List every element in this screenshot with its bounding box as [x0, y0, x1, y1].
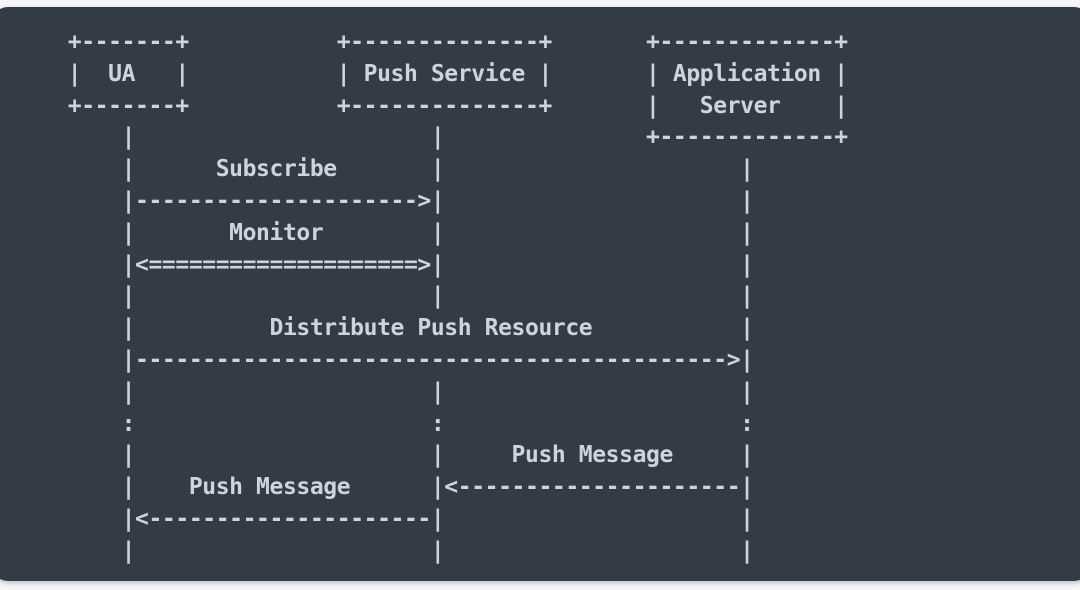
ascii-sequence-diagram: +-------+ +--------------+ +------------…	[67, 29, 848, 564]
code-block-panel: +-------+ +--------------+ +------------…	[0, 7, 1080, 581]
